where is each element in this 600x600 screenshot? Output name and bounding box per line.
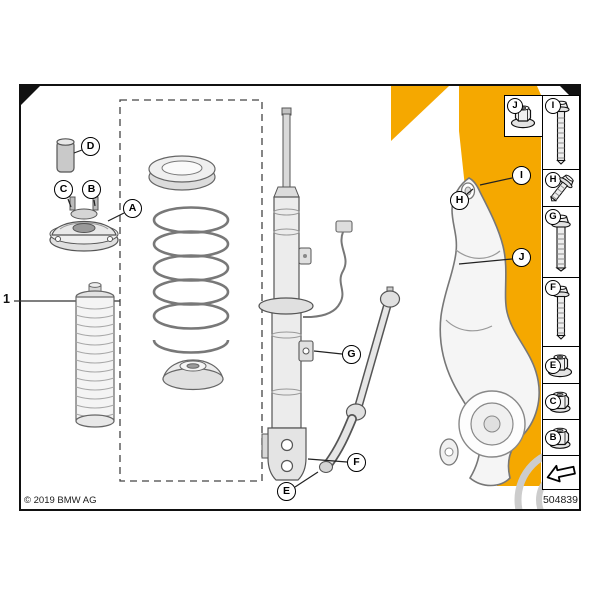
part-shock-absorber: [258, 107, 314, 481]
legend-letter-g: G: [545, 209, 561, 225]
part-label-c: C: [54, 180, 73, 199]
part-label-g: G: [342, 345, 361, 364]
part-lower-spring-pad: [162, 359, 224, 391]
legend-letter-f: F: [545, 280, 561, 296]
legend-cell-h: H: [542, 169, 580, 208]
label-leader-lines: [67, 149, 513, 488]
direction-arrow-icon: [546, 464, 576, 482]
part-label-h: H: [450, 191, 469, 210]
diagram-number: 504839: [542, 494, 578, 506]
legend-letter-i: I: [545, 98, 561, 114]
part-upper-spring-pad: [148, 155, 216, 191]
part-label-a: A: [123, 199, 142, 218]
legend-cell-direction: [542, 455, 580, 490]
short-bolt-icon: [550, 174, 574, 201]
item-number: 1: [3, 292, 10, 306]
legend-cell-g: G: [542, 206, 580, 279]
part-label-j: J: [512, 248, 531, 267]
part-label-d: D: [81, 137, 100, 156]
part-label-b: B: [82, 180, 101, 199]
part-abs-sensor-cable: [303, 220, 353, 318]
part-label-e: E: [277, 482, 296, 501]
part-support-bearing: [49, 196, 119, 252]
copyright-text: © 2019 BMW AG: [24, 495, 97, 506]
legend-cell-b: B: [542, 419, 580, 457]
legend-cell-c: C: [542, 383, 580, 421]
legend-cell-i: I: [542, 95, 580, 171]
part-support-buffer: [56, 138, 75, 173]
legend-letter-j: J: [507, 98, 523, 114]
legend-letter-b: B: [545, 430, 561, 446]
legend-letter-c: C: [545, 394, 561, 410]
part-coil-spring: [152, 206, 230, 354]
part-label-f: F: [347, 453, 366, 472]
legend-cell-j: J: [504, 95, 543, 137]
legend-cell-f: F: [542, 277, 580, 348]
part-label-i: I: [512, 166, 531, 185]
legend-cell-e: E: [542, 346, 580, 385]
corner-mark-left: [21, 86, 40, 105]
part-dust-boot: [75, 282, 115, 428]
kit-dashed-box: [119, 99, 263, 482]
part-stabilizer-link: [318, 286, 401, 474]
legend-letter-e: E: [545, 357, 561, 374]
